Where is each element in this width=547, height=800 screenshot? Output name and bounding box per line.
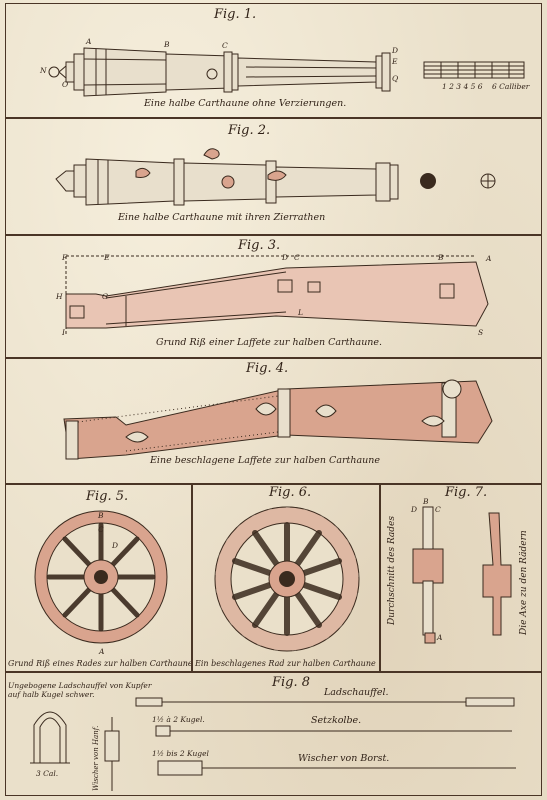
fig3-letter-s: S [478,328,484,337]
fig7-label: Fig. 7. [445,485,488,500]
fig5-letter-b: B [98,511,104,520]
wheel-section-and-axle-drawing [412,506,512,644]
fig2-label: Fig. 2. [228,123,271,138]
panel-fig3: Fig. 3. F E D C B A H G I L S Grund Riß … [5,235,542,358]
fig3-letter-g: G [102,292,108,301]
fig8-tool2-dim: 1½ à 2 Kugel. [152,715,205,724]
fig5-letter-c: C [98,525,104,534]
fig8-scoop-note-2: auf halb Kugel schwer. [8,690,95,699]
gunners-tools-drawing [30,697,516,791]
fig8-tool3-dim: 1½ bis 2 Kugel [152,749,209,758]
fig8-tool3-label: Wischer von Borst. [298,753,390,764]
wheel-plan-drawing [34,510,168,644]
fig5-caption: Grund Riß eines Rades zur halben Carthau… [8,659,192,668]
fig7-side-left: Durchschnitt des Rades [387,516,397,625]
fig8-label: Fig. 8 [272,675,311,690]
fig5-letter-a: A [99,647,105,656]
fig7-side-right: Die Axe zu den Rädern [519,530,529,635]
iron-bound-wheel-drawing [214,506,360,652]
fig3-letter-f: F [62,253,68,262]
fig3-letter-l: L [298,308,303,317]
fig8-tool2-label: Setzkolbe. [311,715,362,726]
fig4-label: Fig. 4. [246,361,289,376]
fig5-label: Fig. 5. [86,489,129,504]
fig8-brush-vertical-label: Wischer von Hanf. [92,725,100,791]
fig1-letter-o: O [62,80,69,89]
fig1-letter-c: C [222,41,228,50]
panel-fig1: Fig. 1. [5,3,542,118]
fig3-letter-a: A [486,254,492,263]
iron-bound-carriage-drawing [63,379,493,460]
fig2-caption: Eine halbe Carthaune mit ihren Zierrathe… [118,212,326,223]
fig7-letter-d: D [411,505,418,514]
fig6-label: Fig. 6. [269,485,312,500]
fig6-caption: Ein beschlagenes Rad zur halben Carthaun… [195,659,376,668]
fig4-caption: Eine beschlagene Laffete zur halben Cart… [150,455,380,466]
gun-carriage-plan-drawing [65,255,489,334]
fig1-caption: Eine halbe Carthaune ohne Verzierungen. [144,98,347,109]
fig8-scoop-dim: 3 Cal. [36,769,59,778]
fig1-letter-a: A [86,37,92,46]
panel-fig7: Fig. 7. D B C A Durchschnitt des Rades D… [380,484,542,672]
fig3-letter-e: E [104,253,110,262]
fig5-letter-d: D [112,541,119,550]
fig8-scoop-note-1: Ungebogene Ladschauffel von Kupfer [8,681,152,690]
fig7-letter-a: A [437,633,443,642]
fig1-letter-q: Q [392,74,399,83]
fig7-letter-c: C [435,505,441,514]
panel-fig5: Fig. 5. B C D A Grund Riß eines Rades zu… [5,484,192,672]
fig3-caption: Grund Riß einer Laffete zur halben Carth… [156,337,383,348]
fig1-letter-n: N [40,66,47,75]
fig1-letter-d: D [392,46,399,55]
fig1-letter-e: E [392,57,398,66]
fig8-tool1-label: Ladschauffel. [324,687,389,698]
fig3-letter-b: B [438,253,444,262]
cannon-plain-drawing [48,47,525,97]
panel-fig2: Fig. 2. Eine halbe Carthaune mit ihren Z… [5,118,542,235]
panel-fig6: Fig. 6. Ein beschlagenes Rad zur halben … [192,484,380,672]
fig1-letter-b: B [164,40,170,49]
fig3-letter-h: H [56,292,63,301]
cannon-ornamented-drawing [55,148,496,206]
panel-fig8: Fig. 8 Ungebogene Ladschauffel von Kupfe… [5,672,542,796]
fig3-letter-c: C [294,253,300,262]
fig3-label: Fig. 3. [238,238,281,253]
fig1-scale-numbers: 1 2 3 4 5 6 [442,82,483,91]
fig1-label: Fig. 1. [214,7,257,22]
fig1-scale-label: 6 Calliber [492,82,530,91]
panel-fig4: Fig. 4. Eine beschlagene Laffete zur hal… [5,358,542,484]
fig7-letter-b: B [423,497,429,506]
fig3-letter-d: D [282,253,289,262]
fig3-letter-i: I [62,328,65,337]
